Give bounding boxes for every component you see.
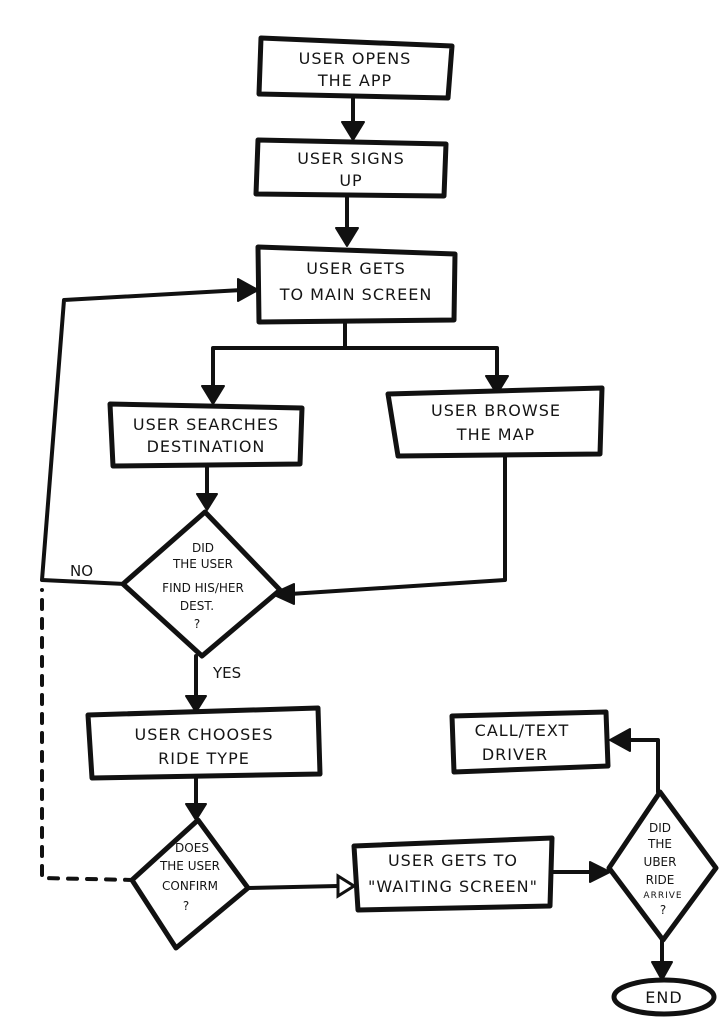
node-text-line: USER GETS (306, 259, 406, 278)
edge-confirm-to-waiting (246, 884, 340, 890)
node-text-line: THE APP (317, 71, 392, 90)
node-sign-up: USER SIGNS UP (253, 137, 449, 199)
arrowhead (609, 728, 631, 752)
arrowhead (237, 278, 259, 302)
node-browse-map: USER BROWSE THE MAP (385, 385, 605, 459)
node-text-line: FIND HIS/HER (162, 581, 244, 595)
node-call-driver: CALL/TEXT DRIVER (449, 709, 611, 775)
node-text-line: UBER (644, 855, 677, 869)
decision-ride-arrived: DID THE UBER RIDE ARRIVE ? (606, 789, 719, 943)
node-text-line: DESTINATION (147, 437, 266, 456)
node-text-line: THE MAP (456, 425, 535, 444)
node-search-destination: USER SEARCHES DESTINATION (107, 401, 305, 469)
arrowhead-open (336, 873, 357, 899)
node-text-line: USER SEARCHES (133, 415, 279, 434)
edge-confirm-no-dashed (40, 588, 136, 882)
node-text-line: USER OPENS (299, 49, 412, 68)
node-text-line: USER GETS TO (388, 851, 518, 870)
node-text-line: USER CHOOSES (135, 725, 274, 744)
edge-browse-to-decision (288, 454, 507, 596)
node-text-line: END (645, 988, 682, 1007)
decision-confirm: DOES THE USER CONFIRM ? (129, 817, 251, 951)
node-text-line: DEST. (180, 599, 214, 613)
node-text-line: CONFIRM (162, 879, 218, 893)
arrowhead (185, 803, 207, 821)
arrowhead (335, 227, 359, 247)
node-text-line: DOES (175, 841, 209, 855)
arrowhead (341, 121, 365, 141)
node-text-line: DID (192, 541, 214, 555)
arrowhead (485, 375, 509, 395)
node-text-line: "WAITING SCREEN" (368, 877, 538, 896)
connectors (40, 96, 673, 981)
edge-label-no: NO (70, 562, 93, 580)
node-open-app: USER OPENS THE APP (256, 35, 455, 101)
node-text-line: USER SIGNS (297, 149, 405, 168)
edge-no-loop (40, 288, 244, 586)
node-text-line: THE USER (159, 859, 220, 873)
edge-main-split (211, 318, 499, 390)
node-text-line: UP (339, 171, 362, 190)
edge-ride-to-call (626, 738, 660, 794)
node-waiting-screen: USER GETS TO "WAITING SCREEN" (351, 835, 555, 913)
node-text-line: ? (660, 903, 666, 917)
decision-find-destination: DID THE USER FIND HIS/HER DEST. ? (120, 509, 283, 659)
node-text-line: THE USER (172, 557, 233, 571)
arrowhead (589, 861, 611, 883)
node-text-line: ? (194, 617, 200, 631)
arrowhead (196, 493, 218, 511)
node-main-screen: USER GETS TO MAIN SCREEN (255, 244, 458, 325)
node-text-line: USER BROWSE (431, 401, 561, 420)
node-text-line: ARRIVE (643, 891, 682, 901)
arrowhead (271, 583, 295, 605)
node-end: END (611, 977, 717, 1017)
node-text-line: ? (183, 899, 189, 913)
node-text-line: RIDE (646, 873, 675, 887)
node-text-line: CALL/TEXT (475, 721, 570, 740)
node-choose-ride: USER CHOOSES RIDE TYPE (85, 705, 323, 781)
arrowhead (201, 385, 225, 405)
arrowhead (185, 695, 207, 713)
edge-label-yes: YES (212, 664, 241, 682)
node-text-line: RIDE TYPE (158, 749, 250, 768)
node-text-line: DRIVER (482, 745, 548, 764)
arrowhead (651, 961, 673, 981)
node-text-line: THE (647, 837, 672, 851)
node-text-line: TO MAIN SCREEN (279, 285, 433, 304)
node-text-line: DID (649, 821, 671, 835)
